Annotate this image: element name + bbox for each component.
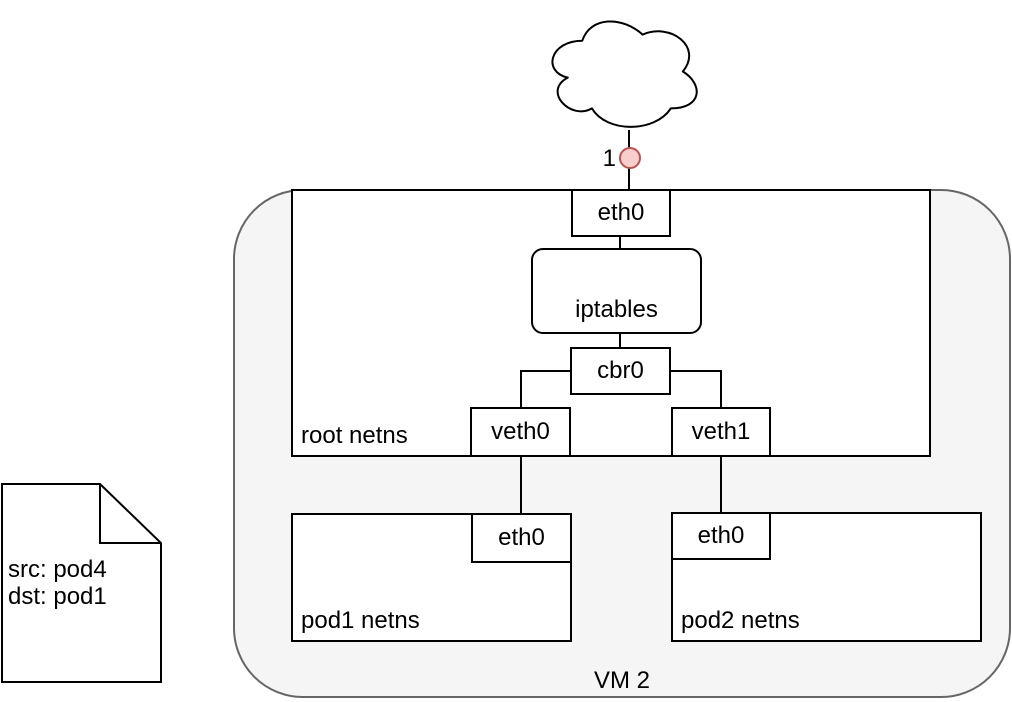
packet-src-line: src: pod4 (8, 556, 107, 583)
root-eth0-label: eth0 (597, 199, 645, 226)
vm2-label: VM 2 (593, 667, 650, 694)
iptables-box: iptables (531, 248, 702, 334)
veth0-label: veth0 (491, 418, 550, 445)
pod2-netns-box: pod2 netns (671, 512, 982, 642)
veth1-box: veth1 (671, 407, 771, 457)
pod1-eth0-box: eth0 (471, 513, 572, 563)
packet-note-icon (1, 483, 162, 683)
hop-1-marker (619, 147, 641, 169)
packet-dst-line: dst: pod1 (8, 583, 107, 610)
connector-cbr0-to-veth0-horizontal (520, 370, 572, 372)
pod2-eth0-box: eth0 (671, 512, 771, 560)
hop-1-label: 1 (602, 145, 616, 172)
veth1-label: veth1 (691, 418, 751, 445)
cbr0-label: cbr0 (597, 357, 644, 384)
internet-cloud-icon (542, 10, 703, 133)
cbr0-bridge-box: cbr0 (570, 347, 671, 395)
pod2-eth0-label: eth0 (697, 522, 745, 549)
pod1-netns-label: pod1 netns (301, 607, 420, 634)
connector-iptables-to-cbr0 (619, 333, 621, 349)
connector-veth0-to-pod1-eth0 (520, 455, 522, 515)
iptables-label: iptables (575, 296, 658, 323)
connector-cbr0-to-veth1-horizontal (670, 370, 722, 372)
pod1-eth0-label: eth0 (498, 524, 545, 551)
root-eth0-box: eth0 (571, 189, 671, 237)
pod2-netns-label: pod2 netns (681, 607, 800, 634)
connector-cbr0-to-veth1-vertical (720, 370, 722, 408)
connector-eth0-to-iptables (619, 236, 621, 250)
connector-veth1-to-pod2-eth0 (720, 455, 722, 514)
connector-cbr0-to-veth0-vertical (520, 370, 522, 408)
root-netns-label: root netns (301, 422, 408, 449)
packet-note-text: src: pod4 dst: pod1 (8, 556, 158, 610)
veth0-box: veth0 (470, 407, 571, 457)
